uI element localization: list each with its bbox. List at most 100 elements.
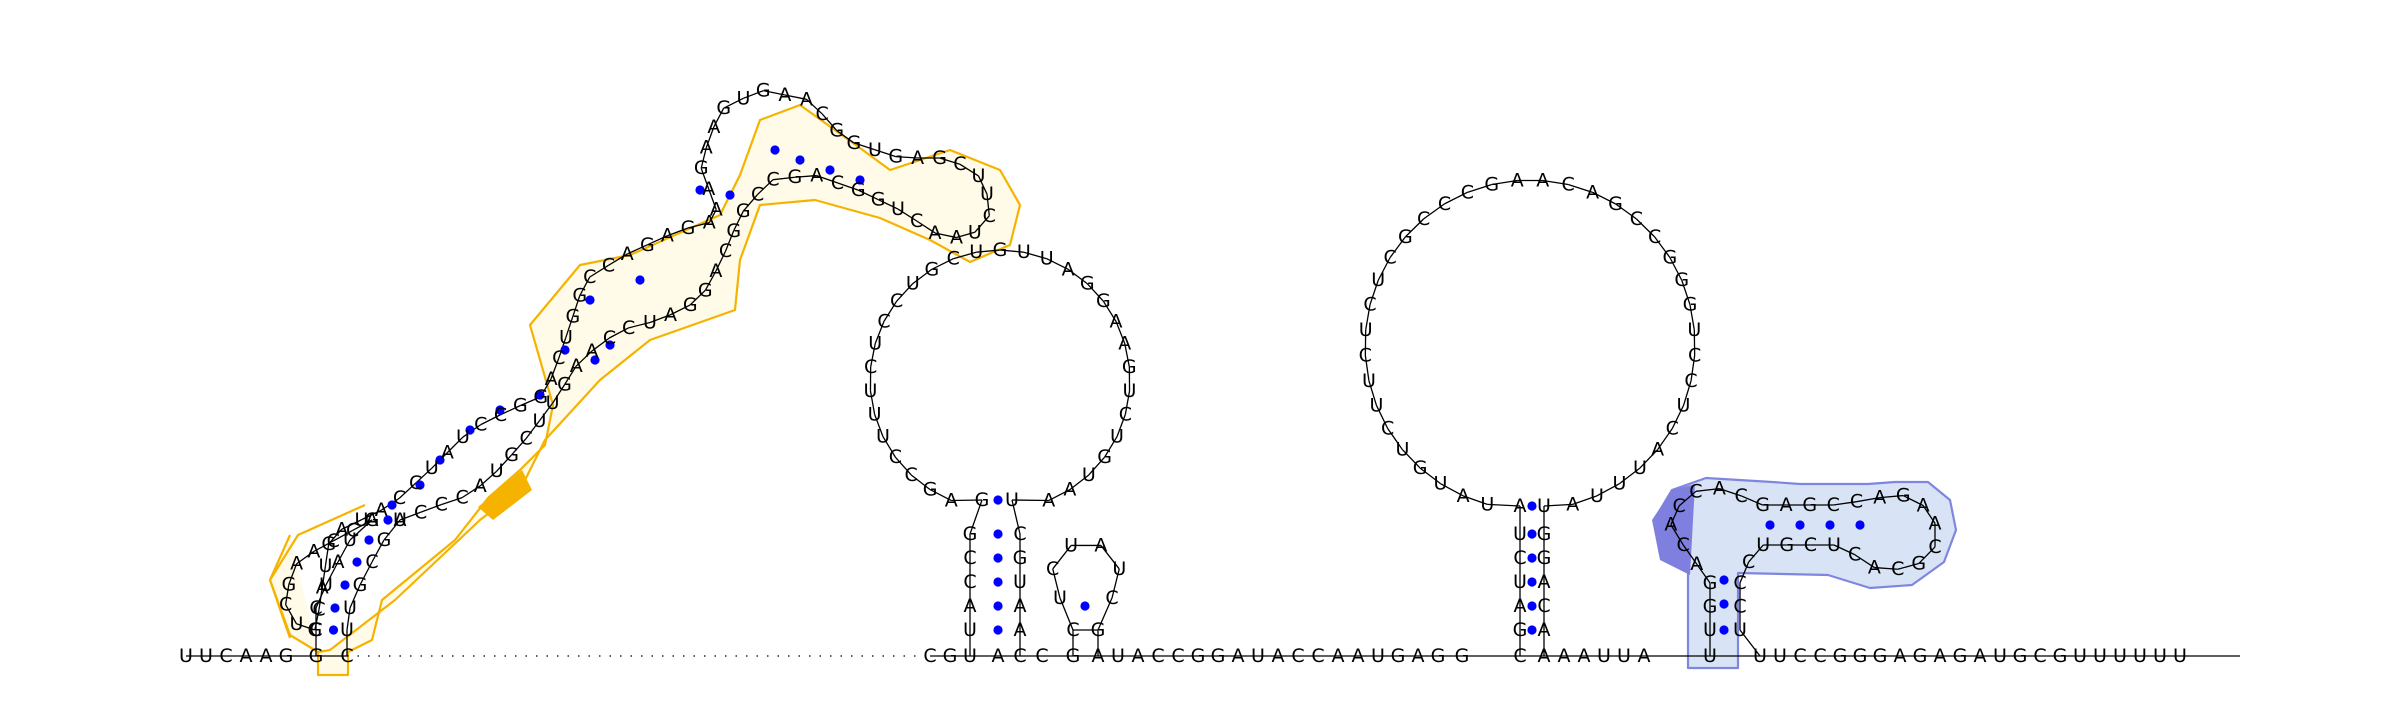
nucleotide: G xyxy=(321,533,336,555)
backbone-link xyxy=(337,539,351,563)
backbone-link xyxy=(700,147,707,169)
backbone-link xyxy=(1124,343,1130,368)
nucleotide: A xyxy=(545,368,558,390)
nucleotide: C xyxy=(953,153,966,175)
backbone-link xyxy=(1052,568,1061,599)
backbone-link xyxy=(1387,428,1403,450)
nucleotide: U xyxy=(1703,645,1717,667)
nucleotide: C xyxy=(312,598,325,620)
nucleotide: G xyxy=(975,489,990,511)
nucleotide: G xyxy=(533,386,548,408)
nucleotide: U xyxy=(393,509,407,531)
backbone-link xyxy=(1635,218,1656,238)
backbone-link xyxy=(1423,203,1445,220)
backbone-link xyxy=(1690,355,1696,381)
nucleotide: C xyxy=(1417,208,1430,230)
base-pair-dot xyxy=(435,455,445,465)
nucleotide: U xyxy=(1633,457,1647,479)
base-pair-dot xyxy=(1719,575,1729,585)
orange-domain-outline-left xyxy=(268,503,366,639)
nucleotide: U xyxy=(340,619,354,641)
nucleotide: G xyxy=(1703,572,1718,594)
backbone-link xyxy=(1748,544,1764,563)
nucleotide: U xyxy=(490,460,504,482)
base-pair-dot xyxy=(328,625,339,635)
nucleotide: C xyxy=(1630,208,1643,230)
nucleotide: G xyxy=(1211,645,1226,667)
nucleotide: A xyxy=(710,199,723,221)
nucleotide: U xyxy=(1756,534,1770,556)
nucleotide: A xyxy=(1651,439,1664,461)
backbone-link xyxy=(1678,490,1697,507)
nucleotide: U xyxy=(868,139,882,161)
base-pair-dot xyxy=(1825,520,1835,530)
base-pair-dot xyxy=(465,425,475,435)
nucleotide: C xyxy=(279,594,292,616)
nucleotide: G xyxy=(2013,645,2028,667)
backbone-link xyxy=(1011,499,1021,535)
backbone-link xyxy=(1696,563,1711,584)
nucleotide: G xyxy=(683,294,698,316)
backbone-link xyxy=(288,563,298,585)
nucleotide: A xyxy=(240,645,253,667)
nucleotide: A xyxy=(1110,310,1123,332)
backbone-link xyxy=(1670,524,1684,546)
nucleotide: A xyxy=(335,518,348,540)
nucleotide: A xyxy=(441,442,454,464)
nucleotide: G xyxy=(1853,645,1868,667)
nucleotide: A xyxy=(1042,490,1055,512)
backbone-link xyxy=(314,609,320,631)
nucleotide: G xyxy=(716,97,731,119)
nucleotide: A xyxy=(1511,170,1524,192)
backbone-link xyxy=(359,561,373,586)
nucleotide: C xyxy=(889,446,902,468)
nucleotide: C xyxy=(1827,494,1840,516)
backbone-link xyxy=(1467,183,1493,193)
nucleotide: A xyxy=(1917,495,1930,517)
nucleotide: C xyxy=(1537,595,1550,617)
nucleotide: U xyxy=(1370,394,1384,416)
base-pair-dot xyxy=(770,145,780,155)
backbone-link xyxy=(1902,494,1924,507)
backbone-link xyxy=(1088,456,1106,476)
nucleotide: C xyxy=(1793,645,1806,667)
nucleotide: A xyxy=(1118,333,1131,355)
nucleotide: G xyxy=(736,200,751,222)
nucleotide: A xyxy=(1780,494,1793,516)
base-pair-dot xyxy=(993,601,1003,611)
nucleotide: U xyxy=(876,426,890,448)
backbone-link xyxy=(882,436,896,458)
nucleotide: A xyxy=(703,212,716,234)
nucleotide: G xyxy=(557,374,572,396)
backbone-link xyxy=(1639,449,1659,469)
nucleotide: U xyxy=(1017,241,1031,263)
nucleotide: A xyxy=(778,84,791,106)
nucleotide: A xyxy=(375,499,388,521)
backbone-link xyxy=(361,509,382,521)
nucleotide: C xyxy=(1105,587,1118,609)
backbone-link xyxy=(1023,251,1047,260)
base-pair-dot xyxy=(585,295,595,305)
nucleotide: C xyxy=(1381,418,1394,440)
nucleotide: C xyxy=(1677,534,1690,556)
nucleotide: G xyxy=(871,189,886,211)
nucleotide: C xyxy=(877,310,890,332)
backbone-link xyxy=(1444,191,1468,205)
nucleotide: U xyxy=(319,574,333,596)
nucleotide: G xyxy=(1537,547,1552,569)
backbone-link xyxy=(1102,300,1117,322)
base-pair-dot xyxy=(993,625,1003,635)
backbone-link xyxy=(999,249,1024,253)
backbone-link xyxy=(1048,489,1071,502)
nucleotide: G xyxy=(1953,645,1968,667)
nucleotide: U xyxy=(1703,619,1717,641)
nucleotide: C xyxy=(1733,572,1746,594)
base-pair-dot xyxy=(495,405,505,415)
nucleotide: G xyxy=(1779,534,1794,556)
backbone-link xyxy=(1671,405,1685,429)
backbone-link xyxy=(1124,390,1131,415)
backbone-link xyxy=(349,519,373,541)
backbone-link xyxy=(883,300,898,322)
nucleotide: C xyxy=(474,414,487,436)
backbone-link xyxy=(479,470,498,487)
